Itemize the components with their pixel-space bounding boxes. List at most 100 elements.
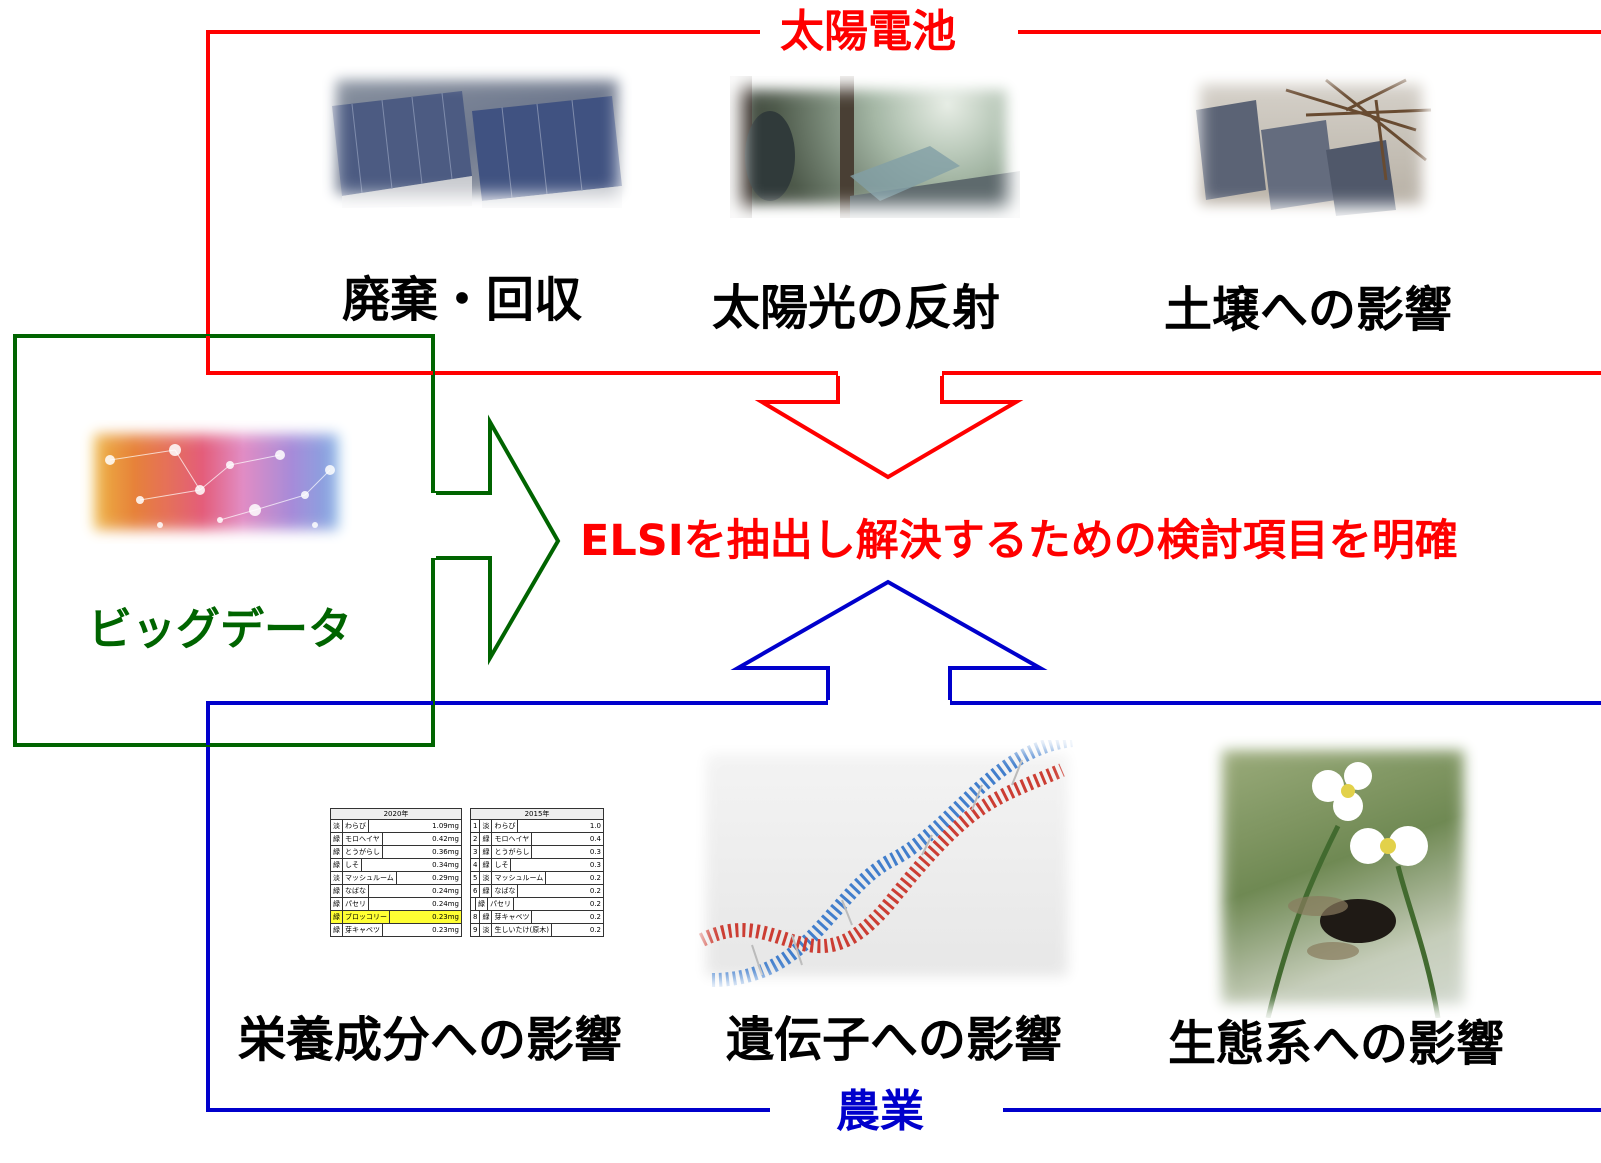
table-2015-cell: 6	[471, 885, 481, 897]
table-2020-cell: 淡	[331, 820, 343, 832]
table-2020-cell: 0.23mg	[432, 926, 459, 934]
solar-panel-stack-photo	[322, 66, 632, 208]
solar-item-disposal-label: 廃棄・回収	[342, 272, 583, 328]
table-2015-cell: 0.2	[589, 926, 601, 934]
table-2020-cell: 0.29mg	[432, 874, 459, 882]
table-2015-cell: モロヘイヤ	[492, 833, 533, 845]
bigdata-label: ビッグデータ	[88, 604, 352, 655]
table-2020-cell: 淡	[331, 872, 343, 884]
table-2015-cell: 3	[471, 846, 481, 858]
table-2020-cell: パセリ	[343, 898, 369, 910]
table-2015-cell: 0.2	[589, 874, 601, 882]
sun-reflection-photo	[730, 76, 1020, 218]
table-2020-cell: 芽キャベツ	[343, 924, 383, 936]
table-2015-cell: 緑	[480, 859, 493, 871]
table-2015-cell: 緑	[480, 846, 493, 858]
table-2015-cell: 8	[471, 911, 481, 923]
table-2015-cell: 淡	[480, 872, 493, 884]
table-2020-row: 緑モロヘイヤ 0.42mg	[330, 833, 462, 846]
table-2020-cell: 1.09mg	[432, 822, 459, 830]
table-2020-cell: なばな	[343, 885, 369, 897]
table-2015-header: 2015年	[470, 808, 604, 820]
table-2020-cell: モロヘイヤ	[343, 833, 383, 845]
table-2020-cell: 緑	[331, 924, 343, 936]
soil-damage-photo	[1186, 70, 1436, 218]
table-2020-row: 緑ブロッコリー 0.23mg	[330, 911, 462, 924]
table-2015-cell: とうがらし	[492, 846, 533, 858]
dna-helix-image	[692, 740, 1082, 990]
table-2015-cell: 緑	[480, 885, 493, 897]
table-2015-cell: 1.0	[589, 822, 601, 830]
bee-flower-photo	[1208, 736, 1478, 1018]
table-2015-cell: 淡	[480, 924, 493, 936]
solar-frame	[206, 30, 838, 375]
table-2015-cell: 0.3	[589, 848, 601, 856]
agri-up-arrow	[730, 579, 1048, 705]
table-2015-cell	[471, 898, 476, 910]
dna-drawing	[698, 740, 1074, 987]
center-goal-text: ELSIを抽出し解決するための検討項目を明確	[580, 516, 1458, 566]
bee-flower-drawing	[1265, 762, 1441, 1018]
table-2020-row: 緑パセリ 0.24mg	[330, 898, 462, 911]
agri-frame	[206, 701, 828, 1112]
table-2015-cell: わらび	[492, 820, 519, 832]
bigdata-network-image	[80, 420, 352, 544]
table-2015-cell: 芽キャベツ	[492, 911, 533, 923]
table-2015-cell: パセリ	[488, 898, 514, 910]
table-2015-cell: なばな	[492, 885, 519, 897]
table-2015-cell: 0.3	[589, 861, 601, 869]
table-2015-cell: 生しいたけ(原木)	[492, 924, 552, 936]
table-2015-cell: しそ	[492, 859, 512, 871]
table-2015-cell: 4	[471, 859, 481, 871]
table-2020-row: 緑芽キャベツ 0.23mg	[330, 924, 462, 937]
table-2015-cell: 0.2	[589, 887, 601, 895]
agri-item-ecosystem-label: 生態系への影響	[1168, 1016, 1505, 1072]
table-2015-cell: 5	[471, 872, 481, 884]
network-nodes-drawing	[105, 444, 335, 528]
table-2020-cell: 緑	[331, 859, 343, 871]
table-2015-cell: 9	[471, 924, 481, 936]
bigdata-frame	[13, 334, 435, 747]
table-2020-cell: わらび	[343, 820, 369, 832]
solar-item-soil-label: 土壌への影響	[1164, 282, 1453, 338]
solar-stack-drawing	[332, 91, 622, 208]
table-2015-cell: 2	[471, 833, 481, 845]
table-2020-cell: しそ	[343, 859, 362, 871]
reflection-drawing	[730, 76, 1020, 218]
table-2015-cell: 緑	[476, 898, 488, 910]
table-2020-cell: 0.42mg	[432, 835, 459, 843]
damage-drawing	[1196, 78, 1432, 216]
table-2020-cell: とうがらし	[343, 846, 383, 858]
table-2020-cell: 0.24mg	[432, 887, 459, 895]
table-2015-cell: 0.2	[589, 900, 601, 908]
table-2020-cell: マッシュルーム	[343, 872, 397, 884]
table-2015-cell: 緑	[480, 833, 493, 845]
table-2015-cell: 淡	[480, 820, 493, 832]
solar-item-reflection-label: 太陽光の反射	[712, 280, 1001, 336]
table-2020-cell: 緑	[331, 898, 343, 910]
table-2015-cell: 0.2	[589, 913, 601, 921]
table-2015-cell: 0.4	[589, 835, 601, 843]
table-2015-cell: 緑	[480, 911, 493, 923]
table-2020-cell: 緑	[331, 885, 343, 897]
agri-title: 農業	[836, 1086, 924, 1137]
solar-down-arrow	[754, 371, 1024, 480]
table-2020-cell: 緑	[331, 846, 343, 858]
table-2020-cell: 緑	[331, 911, 343, 923]
table-2020-cell: 0.23mg	[432, 913, 459, 921]
table-2015-cell: マッシュルーム	[492, 872, 547, 884]
table-2020-cell: 0.24mg	[432, 900, 459, 908]
table-2020-row: 淡わらび 1.09mg	[330, 820, 462, 833]
table-2020-cell: 緑	[331, 833, 343, 845]
table-2020-cell: ブロッコリー	[343, 911, 390, 923]
